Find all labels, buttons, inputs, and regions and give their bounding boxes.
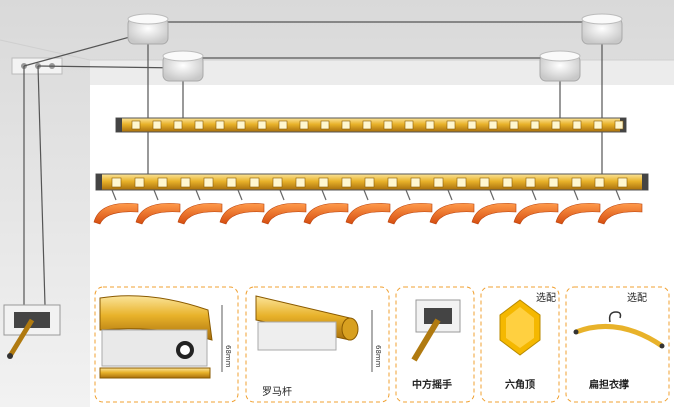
hanger-row <box>93 189 643 227</box>
optional-label-1: 选配 <box>536 291 556 304</box>
detail-roman-rod: 68mm 罗马杆 <box>245 286 390 403</box>
hanger <box>177 189 223 227</box>
detail-rail-profile: 68mm <box>94 286 239 403</box>
pulley-back-right <box>539 50 581 82</box>
hanger <box>513 189 559 227</box>
hanger <box>93 189 139 227</box>
hanger <box>261 189 307 227</box>
hanger <box>471 189 517 227</box>
roman-rod-label: 罗马杆 <box>262 386 292 398</box>
detail-hex-top: 选配 六角顶 <box>480 286 560 403</box>
cables <box>23 21 603 306</box>
hanger <box>429 189 475 227</box>
optional-label-2: 选配 <box>627 291 647 304</box>
hanger <box>387 189 433 227</box>
crank-label: 中方摇手 <box>412 378 452 391</box>
detail-shoulder-hanger: 选配 扁担衣撑 <box>565 286 670 403</box>
hanger <box>555 189 601 227</box>
hanger <box>303 189 349 227</box>
hanger <box>135 189 181 227</box>
hanger <box>345 189 391 227</box>
pulley-front-left <box>127 13 169 45</box>
detail-crank: 中方摇手 <box>395 286 475 403</box>
pulley-back-left <box>162 50 204 82</box>
pulley-front-right <box>581 13 623 45</box>
hanger <box>597 189 643 227</box>
hanger <box>219 189 265 227</box>
dimension-label-1: 68mm <box>224 345 232 368</box>
hex-top-label: 六角顶 <box>505 378 535 391</box>
dimension-label-2: 68mm <box>374 345 382 368</box>
crank-box <box>3 304 61 359</box>
shoulder-hanger-label: 扁担衣撑 <box>589 378 629 391</box>
